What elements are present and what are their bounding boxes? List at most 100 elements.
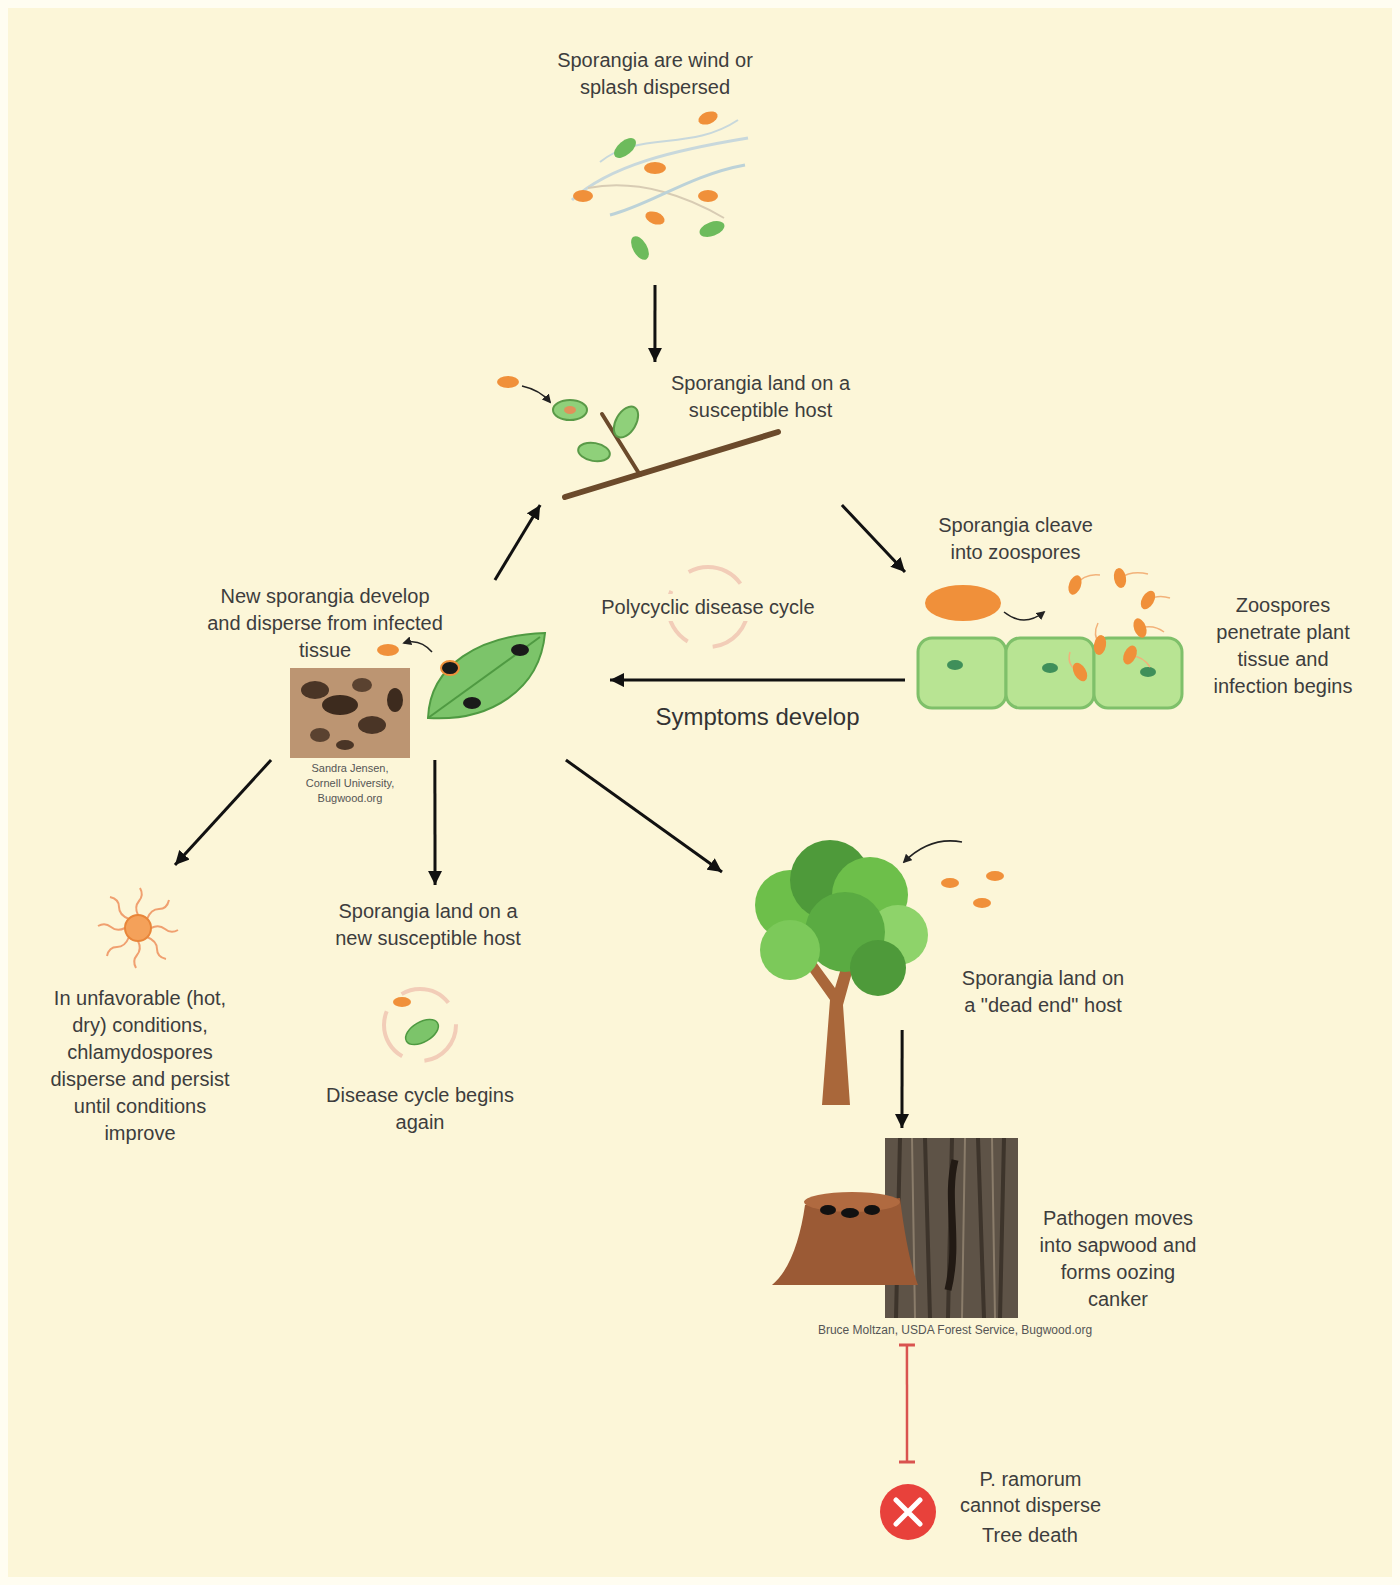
zoospores xyxy=(1112,567,1127,589)
stage-dead-end-host: Sporangia land on a "dead end" host xyxy=(722,835,1140,1030)
zoospores xyxy=(1120,643,1139,666)
infected-tissue-photo xyxy=(310,728,330,742)
host-branch xyxy=(609,402,643,441)
infected-leaf xyxy=(404,642,432,652)
dispersal-swirl xyxy=(573,190,593,202)
plant-cells xyxy=(918,638,1006,708)
host-branch xyxy=(497,376,519,388)
plant-cells xyxy=(947,660,963,670)
stage-zoospores: Sporangia cleave into zoosporesZoospores… xyxy=(905,505,1365,720)
tree-death-symbol xyxy=(896,1500,920,1524)
dead-end-host-tree xyxy=(904,841,962,862)
flow-arrow xyxy=(175,760,271,865)
dispersal-swirl xyxy=(627,233,652,263)
bark-canker-photo xyxy=(948,1160,955,1290)
infected-leaf xyxy=(463,697,481,709)
infected-leaf xyxy=(377,644,399,656)
host-branch xyxy=(497,376,778,497)
host-branch xyxy=(577,440,612,463)
stage-new-sporangia: New sporangia develop and disperse from … xyxy=(190,580,610,760)
flow-arrow xyxy=(610,679,905,682)
stage-label: Sporangia land on a susceptible host xyxy=(655,370,866,424)
zoospores xyxy=(1138,588,1158,611)
stage-dispersal: Sporangia are wind or splash dispersed xyxy=(540,40,770,285)
tree-stump xyxy=(820,1205,836,1215)
cycle-icon xyxy=(401,1014,442,1049)
infected-leaf xyxy=(428,633,545,718)
infected-tissue-photo xyxy=(336,740,354,750)
bark-canker-photo xyxy=(912,1138,995,1318)
infected-tissue-photo xyxy=(290,668,410,758)
dispersal-swirl xyxy=(644,162,666,174)
stage-tree-death: P. ramorum cannot disperseTree death xyxy=(875,1462,1125,1555)
tree-death-symbol xyxy=(880,1484,936,1540)
zoospores xyxy=(1092,634,1107,656)
dead-end-host-tree xyxy=(803,955,856,1105)
stage-note: Disease cycle begins again xyxy=(320,1082,520,1136)
dispersal-swirl xyxy=(611,134,640,161)
plant-cells xyxy=(1140,667,1156,677)
tree-stump xyxy=(864,1205,880,1215)
infected-tissue-photo xyxy=(358,716,386,734)
flow-arrow xyxy=(495,505,540,580)
cycle-label: Polycyclic disease cycle xyxy=(597,594,818,621)
background xyxy=(8,8,1392,1577)
zoospores xyxy=(1066,574,1084,597)
tree-stump xyxy=(772,1192,918,1285)
stage-note: Tree death xyxy=(970,1522,1090,1548)
photo-credit: Sandra Jensen, Cornell University, Bugwo… xyxy=(295,761,405,806)
flow-arrow xyxy=(653,285,656,362)
infected-leaf xyxy=(441,661,459,675)
dispersal-swirl xyxy=(697,109,720,127)
stage-label: Sporangia cleave into zoospores xyxy=(928,512,1103,566)
dispersal-swirl xyxy=(610,165,745,215)
bark-canker-photo xyxy=(885,1138,1018,1318)
plant-cells xyxy=(1094,638,1182,708)
stage-label: In unfavorable (hot, dry) conditions, ch… xyxy=(40,985,240,1147)
photo-credit: Bruce Moltzan, USDA Forest Service, Bugw… xyxy=(785,1323,1125,1338)
stage-chlamydospores: In unfavorable (hot, dry) conditions, ch… xyxy=(30,865,250,1151)
flow-arrow xyxy=(842,505,905,572)
bark-canker-photo xyxy=(896,1138,1004,1318)
infected-tissue-photo xyxy=(387,688,403,712)
chlamydospore-icon xyxy=(98,888,178,968)
dead-end-host-tree xyxy=(941,878,959,888)
cycle-icon xyxy=(384,989,456,1061)
infected-tissue-photo xyxy=(290,668,410,758)
infected-leaf xyxy=(377,633,545,718)
tree-death-symbol xyxy=(880,1484,936,1540)
stage-landing: Sporangia land on a susceptible host xyxy=(490,362,870,505)
zoospores xyxy=(925,567,1170,684)
flow-arrow xyxy=(433,760,436,885)
cycle-icon xyxy=(393,997,411,1007)
host-branch xyxy=(553,400,587,420)
flow-arrow xyxy=(566,760,722,872)
edge-label: Symptoms develop xyxy=(651,702,863,732)
zoospores xyxy=(925,585,1001,621)
infected-leaf xyxy=(511,644,529,656)
dispersal-swirl xyxy=(644,209,667,227)
stage-note: Zoospores penetrate plant tissue and inf… xyxy=(1208,592,1358,700)
zoospores xyxy=(1004,612,1044,620)
tree-stump xyxy=(841,1208,859,1218)
stage-label: New sporangia develop and disperse from … xyxy=(204,583,446,664)
infected-tissue-photo xyxy=(352,678,372,692)
stage-canker: Pathogen moves into sapwood and forms oo… xyxy=(770,1128,1225,1345)
flow-arrow xyxy=(900,1030,903,1128)
chlamydospore-icon xyxy=(98,888,178,968)
dead-end-host-tree xyxy=(986,871,1004,881)
bark-canker-photo xyxy=(885,1138,1018,1318)
zoospores xyxy=(1070,660,1090,683)
stage-label: Sporangia land on a "dead end" host xyxy=(958,965,1128,1019)
chlamydospore-icon xyxy=(125,915,151,941)
host-branch xyxy=(565,432,778,497)
dead-end-host-tree xyxy=(973,898,991,908)
tree-stump xyxy=(772,1198,918,1285)
dispersal-swirl xyxy=(572,109,748,263)
stage-label: P. ramorum cannot disperse xyxy=(953,1466,1108,1518)
cycle-icon xyxy=(384,989,456,1061)
infected-leaf xyxy=(428,637,540,718)
dead-end-host-tree xyxy=(850,940,906,996)
